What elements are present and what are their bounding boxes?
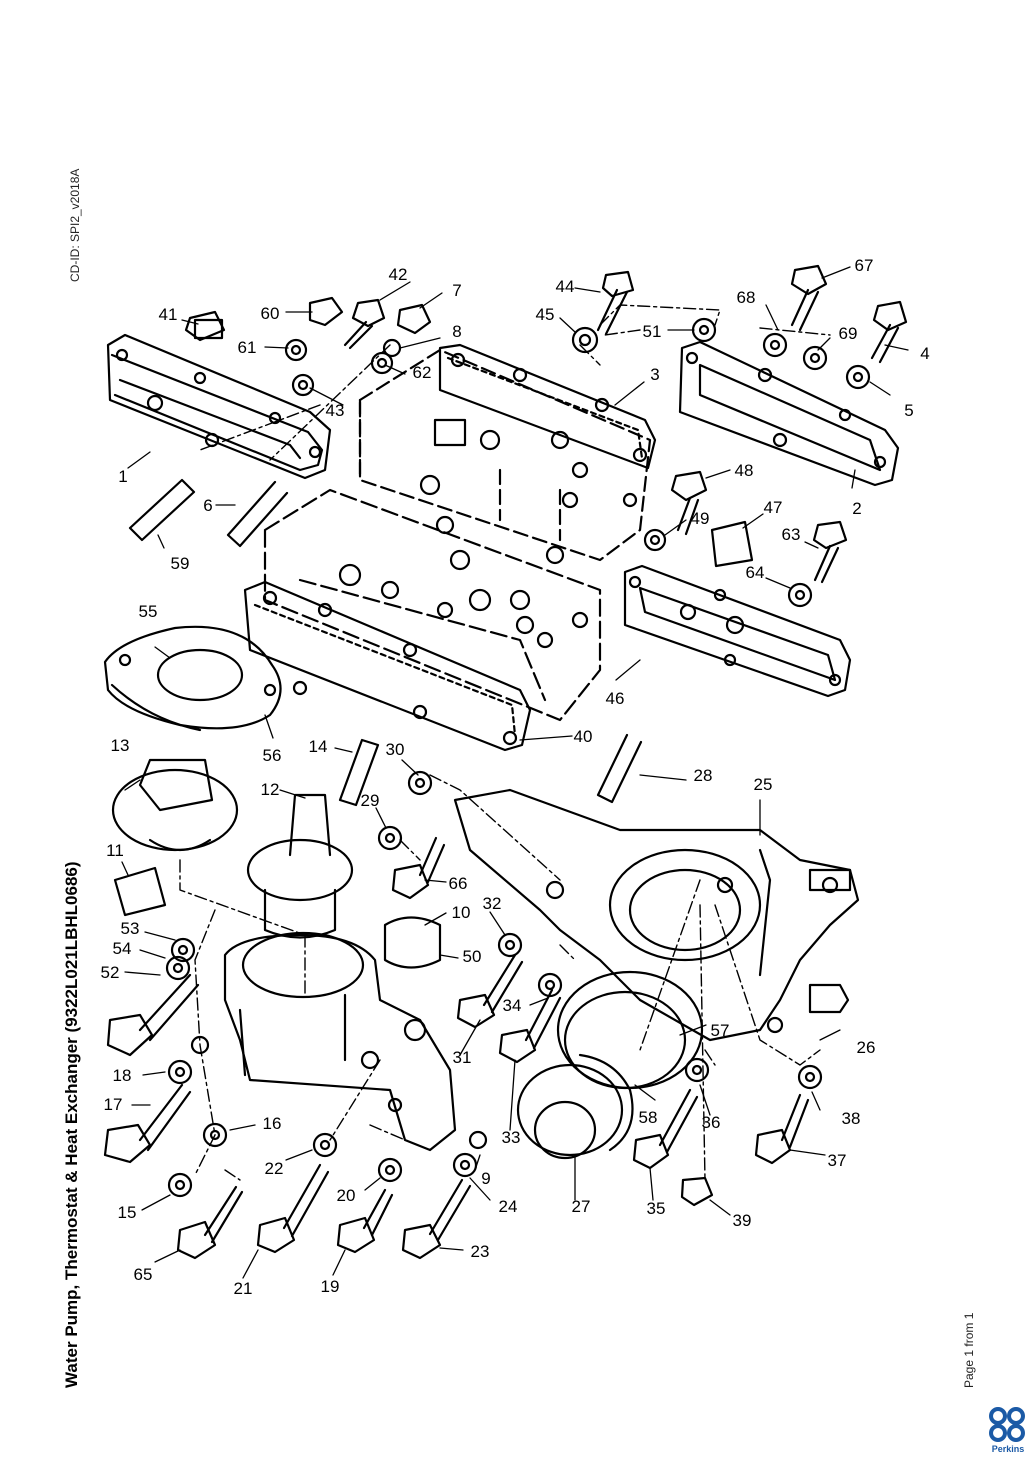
callout-17: 17 (104, 1095, 123, 1114)
callout-64: 64 (746, 563, 765, 582)
callout-34: 34 (503, 996, 522, 1015)
page-title: Water Pump, Thermostat & Heat Exchanger … (62, 861, 81, 1388)
callout-15: 15 (118, 1203, 137, 1222)
callout-50: 50 (463, 947, 482, 966)
flange-gasket (103, 625, 282, 732)
callout-25: 25 (754, 775, 773, 794)
callout-12: 12 (261, 780, 280, 799)
callout-30: 30 (386, 740, 405, 759)
callout-11: 11 (106, 841, 124, 860)
callout-5: 5 (904, 401, 913, 420)
callout-38: 38 (842, 1109, 861, 1128)
callout-61: 61 (238, 338, 257, 357)
right-lower-cover-plate (623, 564, 852, 698)
callout-48: 48 (735, 461, 754, 480)
callout-37: 37 (828, 1151, 847, 1170)
callout-56: 56 (263, 746, 282, 765)
callout-51: 51 (643, 322, 662, 341)
stud-bolts (128, 478, 643, 807)
callout-35: 35 (647, 1199, 666, 1218)
callout-54: 54 (113, 939, 132, 958)
callout-22: 22 (265, 1159, 284, 1178)
callout-33: 33 (502, 1128, 521, 1147)
callout-53: 53 (121, 919, 140, 938)
callout-58: 58 (639, 1108, 658, 1127)
callout-36: 36 (702, 1113, 721, 1132)
callout-2: 2 (852, 499, 861, 518)
callout-57: 57 (711, 1021, 730, 1040)
drain-plug (808, 983, 850, 1014)
callout-19: 19 (321, 1277, 340, 1296)
callout-60: 60 (261, 304, 280, 323)
callout-65: 65 (134, 1265, 153, 1284)
alignment-lines (179, 304, 831, 1181)
callout-45: 45 (536, 305, 555, 324)
bolts-and-washers (103, 264, 908, 1260)
callout-9: 9 (481, 1169, 490, 1188)
lower-block (263, 488, 602, 722)
callout-26: 26 (857, 1038, 876, 1057)
callout-16: 16 (263, 1114, 282, 1133)
callout-20: 20 (337, 1186, 356, 1205)
cd-id-label: CD-ID: SPI2_v2018A (68, 168, 82, 282)
heat-exchanger-body (358, 348, 652, 562)
page-number: Page 1 from 1 (962, 1312, 976, 1388)
callout-43: 43 (326, 401, 345, 420)
callout-4: 4 (920, 344, 929, 363)
callout-10: 10 (452, 903, 471, 922)
callout-40: 40 (574, 727, 593, 746)
callout-47: 47 (764, 498, 783, 517)
impeller (516, 970, 704, 1160)
right-cover-plate (678, 340, 900, 487)
callout-59: 59 (171, 554, 190, 573)
callout-55: 55 (139, 602, 158, 621)
callout-numbers: 41 42 60 7 61 8 62 43 1 6 59 44 45 3 51 … (101, 256, 930, 1298)
thermostat (246, 793, 354, 939)
thermostat-housing (190, 931, 457, 1152)
callout-52: 52 (101, 963, 120, 982)
callout-49: 49 (691, 509, 710, 528)
callout-41: 41 (159, 305, 178, 324)
callout-23: 23 (471, 1242, 490, 1261)
callout-1: 1 (118, 467, 127, 486)
callout-24: 24 (499, 1197, 518, 1216)
callout-27: 27 (572, 1197, 591, 1216)
callout-68: 68 (737, 288, 756, 307)
callout-31: 31 (453, 1048, 472, 1067)
callout-29: 29 (361, 791, 380, 810)
lower-gasket (243, 580, 532, 752)
callout-28: 28 (694, 766, 713, 785)
callout-39: 39 (733, 1211, 752, 1230)
callout-69: 69 (839, 324, 858, 343)
heat-exchanger-details (419, 418, 638, 509)
callout-42: 42 (389, 265, 408, 284)
callout-21: 21 (234, 1279, 253, 1298)
brand-name: Perkins (991, 1444, 1025, 1454)
leader-lines (121, 266, 909, 1279)
callout-18: 18 (113, 1066, 132, 1085)
callout-32: 32 (483, 894, 502, 913)
thermostat-cap (111, 758, 239, 852)
callout-14: 14 (309, 737, 328, 756)
callout-67: 67 (855, 256, 874, 275)
left-cover-plate (106, 333, 332, 480)
callout-7: 7 (452, 281, 461, 300)
callout-62: 62 (413, 363, 432, 382)
water-pump-body (453, 788, 860, 1042)
callout-3: 3 (650, 365, 659, 384)
callout-13: 13 (111, 736, 130, 755)
perkins-logo-icon (989, 1407, 1025, 1442)
callout-6: 6 (203, 496, 212, 515)
callout-63: 63 (782, 525, 801, 544)
brand-logo: Perkins (986, 1405, 1030, 1459)
callout-8: 8 (452, 322, 461, 341)
callout-44: 44 (556, 277, 575, 296)
lower-block-ports (338, 515, 589, 649)
callout-46: 46 (606, 689, 625, 708)
callout-66: 66 (449, 874, 468, 893)
upper-gasket (438, 343, 657, 470)
